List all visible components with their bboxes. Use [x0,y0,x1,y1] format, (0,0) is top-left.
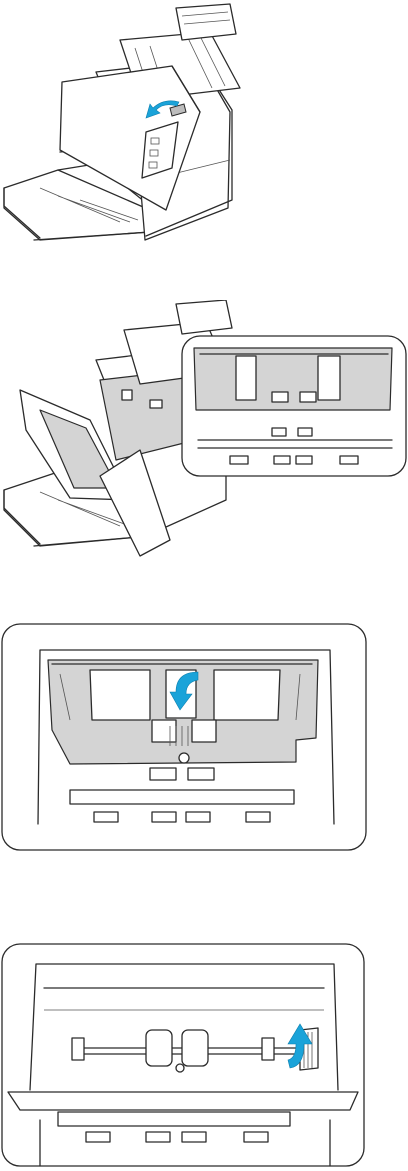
step1-scanner-illustration [0,0,408,250]
step3-roller-cover-illustration [0,620,408,860]
step4-roller-removal-illustration [0,940,408,1171]
step2-cover-open-illustration [0,300,408,560]
inset-callout [182,336,406,476]
